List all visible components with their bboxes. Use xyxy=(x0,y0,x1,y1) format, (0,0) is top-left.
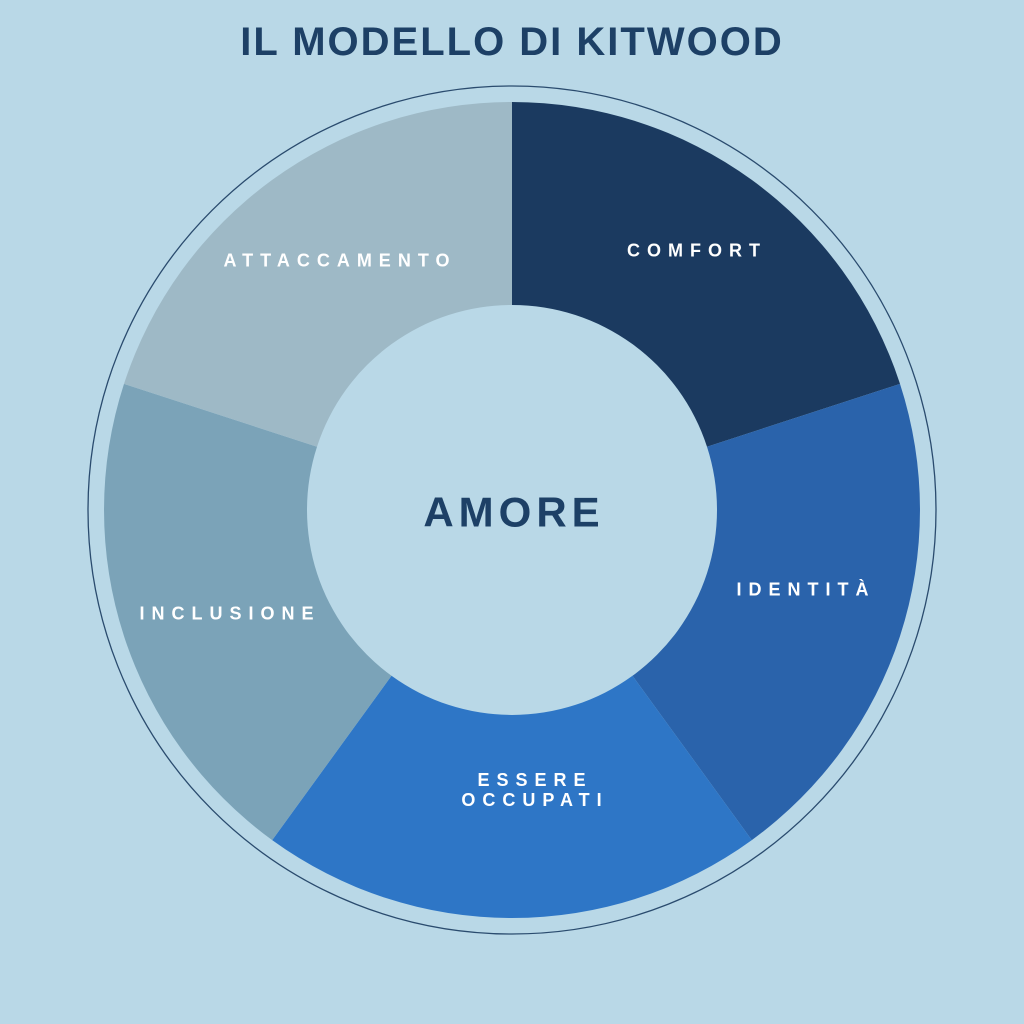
donut-segment-essere-occupati xyxy=(272,675,752,919)
donut-center-label: AMORE xyxy=(423,489,604,536)
donut-segment-inclusione xyxy=(104,383,392,841)
segment-label-attaccamento: ATTACCAMENTO xyxy=(224,250,457,270)
donut-segment-attaccamento xyxy=(124,102,512,447)
donut-segments xyxy=(104,102,920,919)
donut-segment-comfort xyxy=(512,102,900,447)
chart-title: IL MODELLO DI KITWOOD xyxy=(240,20,784,64)
segment-label-inclusione: INCLUSIONE xyxy=(139,603,320,623)
segment-label-comfort: COMFORT xyxy=(627,240,767,260)
outer-ring-outline xyxy=(87,85,937,935)
segment-label-identita: IDENTITÀ xyxy=(737,578,876,599)
donut-segment-identita xyxy=(632,383,920,841)
